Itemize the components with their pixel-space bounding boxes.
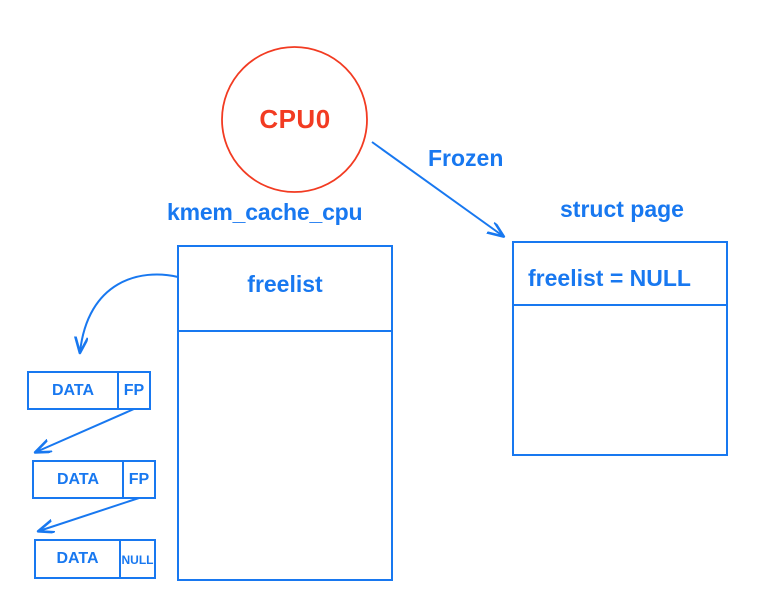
struct-page-freelist-label: freelist = NULL: [528, 265, 691, 291]
freelist-to-object-arrow: [80, 273, 179, 352]
struct-page-box: [512, 241, 728, 456]
object-3-data-label: DATA: [56, 550, 99, 567]
object-3-pointer-label: NULL: [121, 553, 154, 567]
object-box-1: [27, 371, 151, 410]
object1-to-object2-arrow: [36, 408, 135, 452]
frozen-arrow: [371, 141, 503, 236]
object-1-data-label: DATA: [51, 382, 95, 399]
kmem-cache-cpu-freelist-label: freelist: [247, 271, 323, 297]
object-box-3: [34, 539, 156, 579]
cpu0-label: CPU0: [259, 104, 331, 134]
frozen-arrow-label: Frozen: [428, 145, 504, 171]
object2-to-object3-arrow: [39, 497, 140, 531]
struct-page-title: struct page: [560, 196, 684, 222]
object-box-2: [32, 460, 156, 499]
kmem-cache-cpu-title: kmem_cache_cpu: [167, 199, 363, 225]
kmem-cache-cpu-box: [177, 245, 393, 581]
object-2-data-label: DATA: [56, 471, 100, 488]
object-1-pointer-label: FP: [123, 382, 145, 399]
cpu0-circle: [221, 46, 368, 193]
object-2-pointer-label: FP: [128, 471, 150, 488]
